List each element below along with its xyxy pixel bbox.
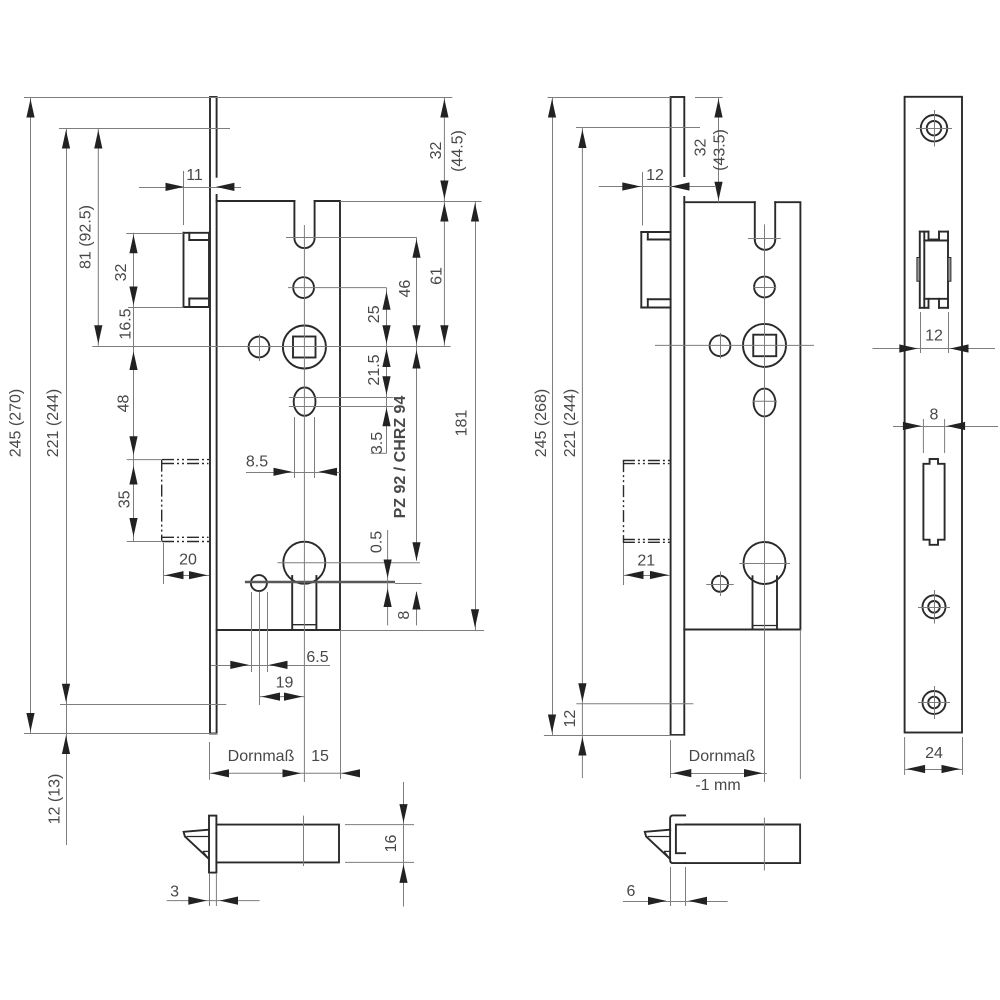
svg-text:81 (92.5): 81 (92.5) [78,205,95,269]
svg-text:12: 12 [562,710,579,728]
svg-text:221 (244): 221 (244) [45,389,62,458]
svg-text:PZ 92 / CHRZ 94: PZ 92 / CHRZ 94 [392,396,409,519]
svg-text:16.5: 16.5 [117,308,134,339]
svg-text:3: 3 [170,884,179,901]
svg-text:61: 61 [429,267,446,285]
svg-text:245 (270): 245 (270) [8,389,25,458]
svg-text:21: 21 [637,552,655,569]
svg-text:6: 6 [627,883,636,900]
svg-text:(43.5): (43.5) [712,129,729,171]
svg-text:3.5: 3.5 [369,432,386,454]
svg-text:32: 32 [428,142,445,160]
svg-text:6.5: 6.5 [306,649,328,666]
svg-text:32: 32 [693,139,710,157]
svg-text:-1 mm: -1 mm [695,777,740,794]
svg-text:12: 12 [646,167,664,184]
svg-text:11: 11 [186,167,203,184]
svg-text:19: 19 [276,675,294,692]
svg-text:21.5: 21.5 [366,354,383,385]
svg-text:46: 46 [397,280,414,298]
svg-text:8.5: 8.5 [246,454,268,471]
svg-text:181: 181 [454,410,471,437]
svg-text:0.5: 0.5 [369,531,386,553]
svg-text:12 (13): 12 (13) [47,774,64,825]
svg-text:245 (268): 245 (268) [533,389,550,458]
svg-text:32: 32 [113,264,130,282]
svg-text:Dornmaß: Dornmaß [689,748,756,765]
svg-text:8: 8 [396,611,413,620]
svg-text:8: 8 [930,407,939,424]
svg-text:(44.5): (44.5) [450,130,467,172]
svg-text:12: 12 [925,328,943,345]
svg-text:221 (244): 221 (244) [562,389,579,458]
svg-text:25: 25 [366,305,383,323]
svg-text:48: 48 [116,395,133,413]
svg-text:35: 35 [117,490,134,508]
svg-text:Dornmaß: Dornmaß [228,748,295,765]
svg-text:20: 20 [179,552,197,569]
svg-text:15: 15 [311,748,329,765]
svg-text:24: 24 [925,745,943,762]
svg-text:16: 16 [383,835,400,853]
